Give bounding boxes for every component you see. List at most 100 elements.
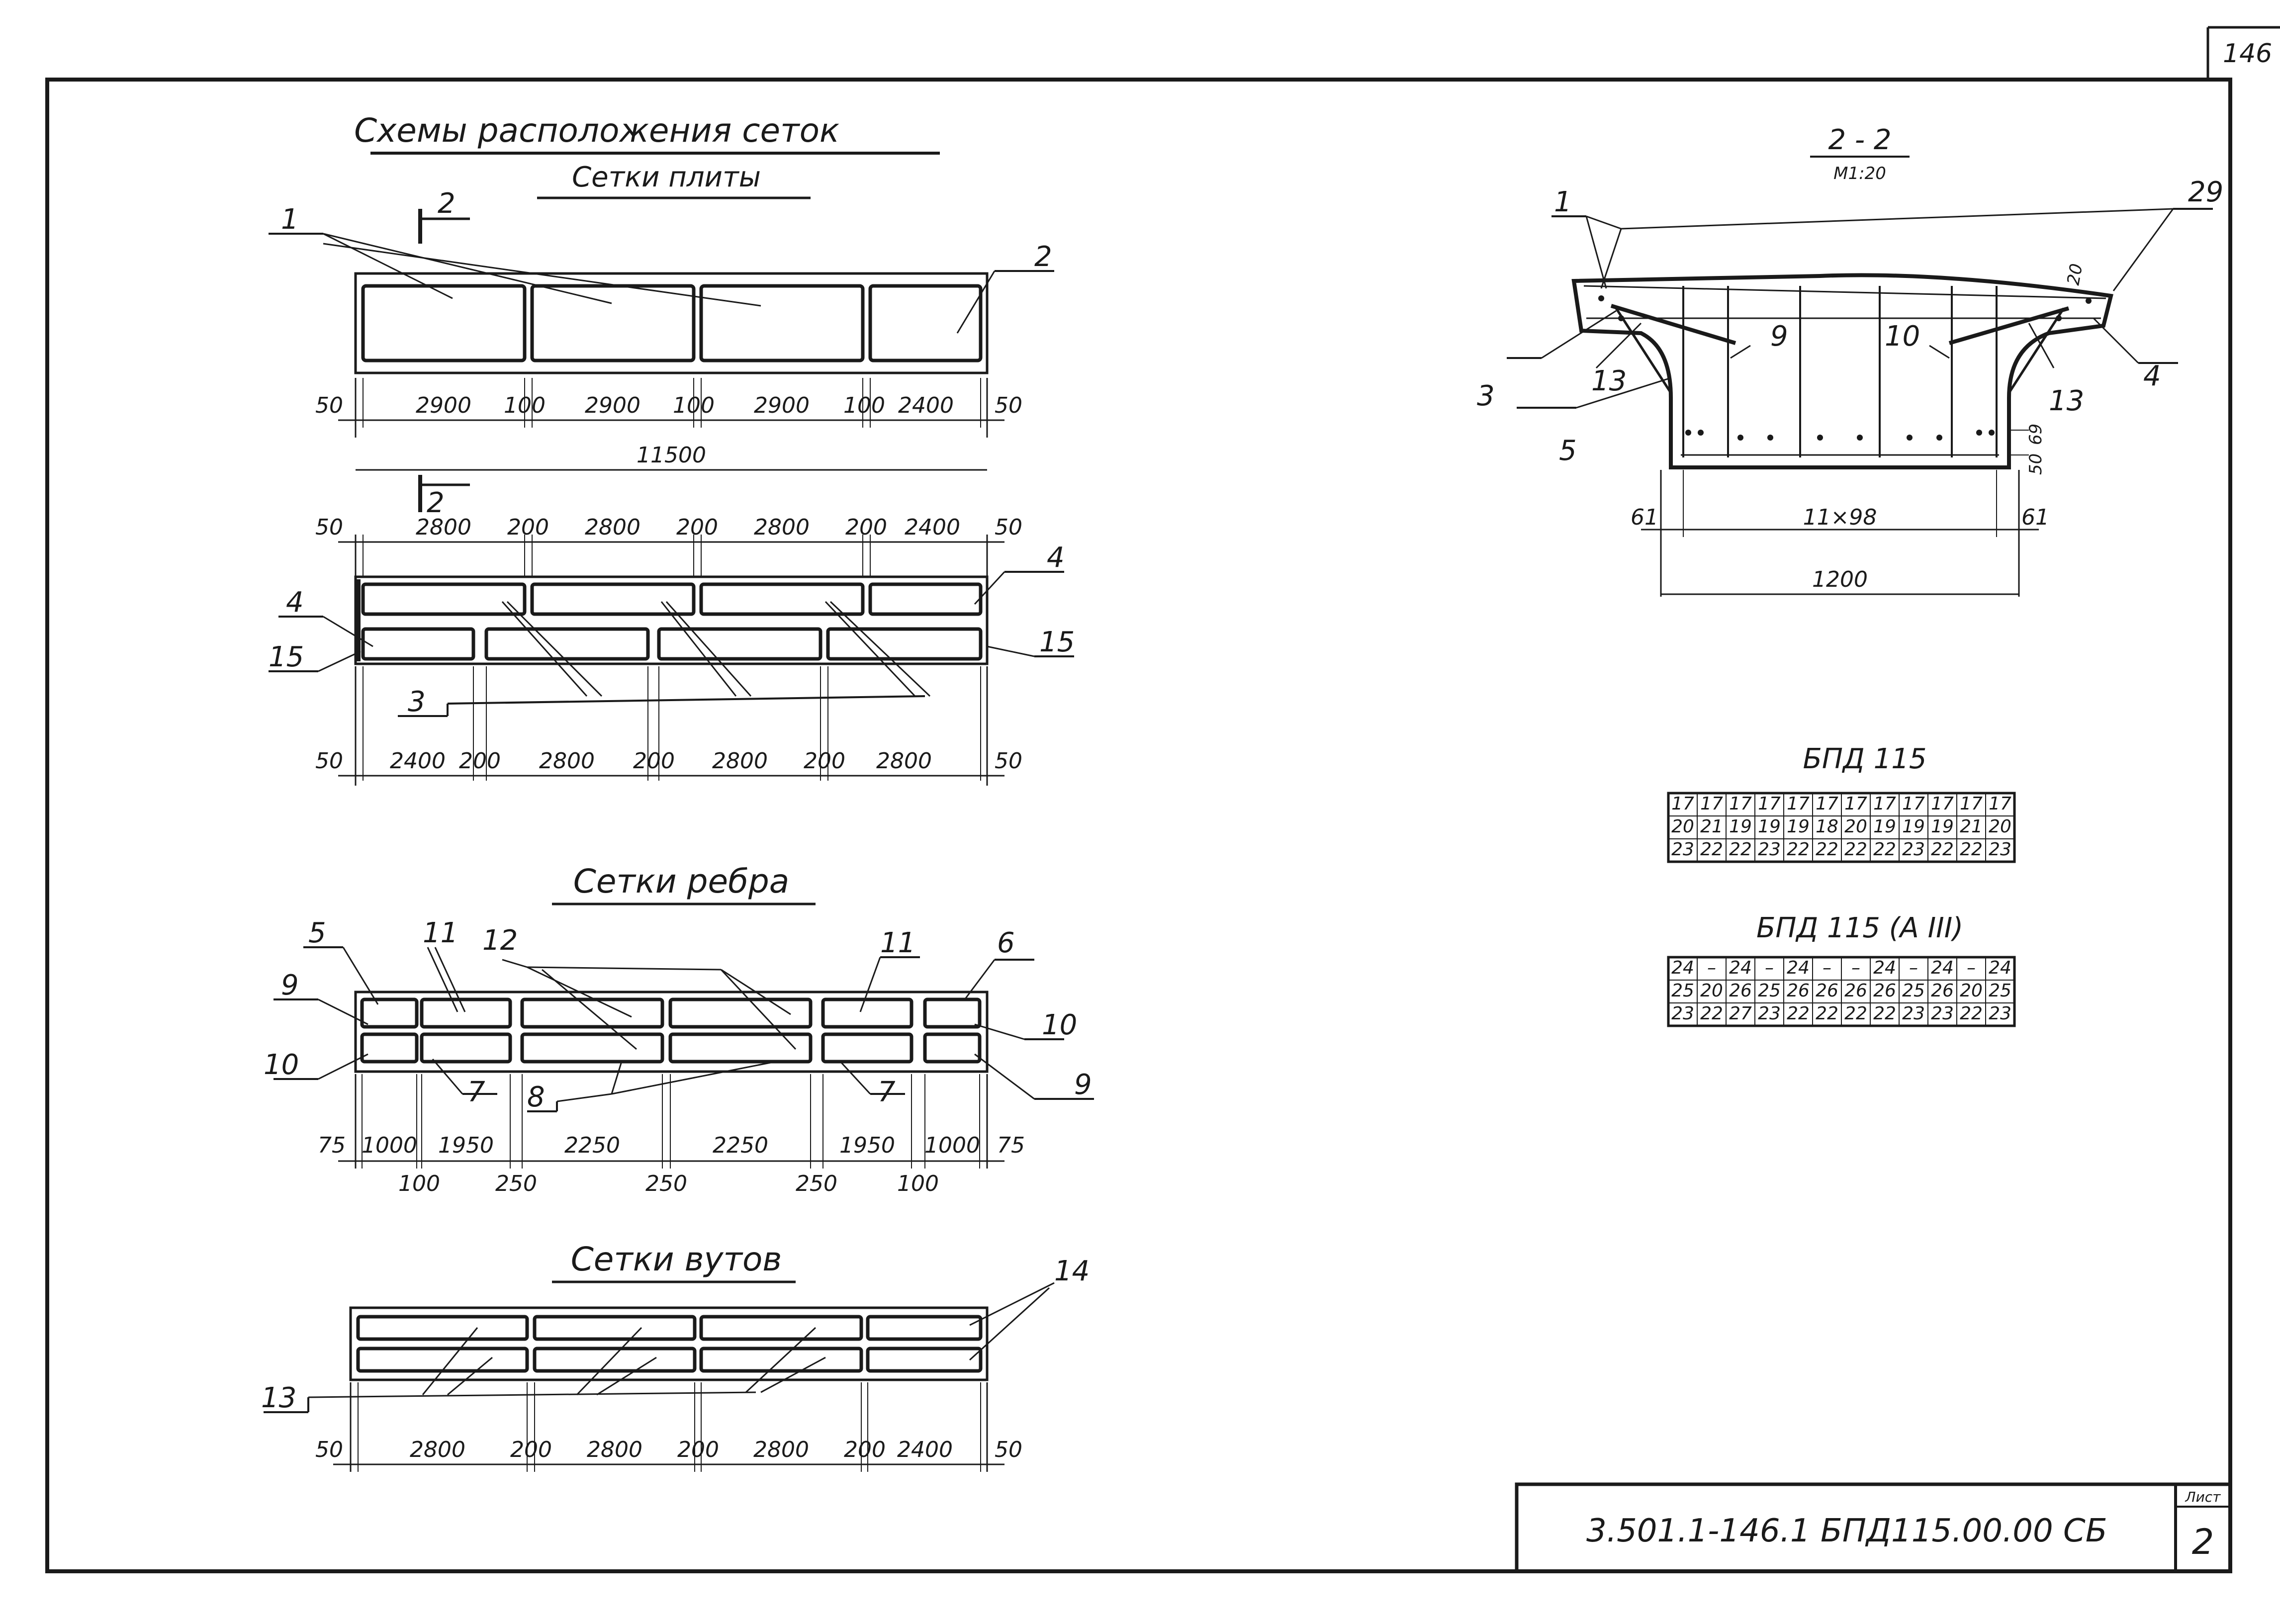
section-callout-4: 4 xyxy=(2143,360,2161,392)
table-cell: 18 xyxy=(1816,816,1838,837)
table-cell: 23 xyxy=(1989,1003,2011,1024)
table-cell: 25 xyxy=(1902,981,1925,1001)
dim-r2t-7: 2400 xyxy=(905,515,960,540)
table-cell: 24 xyxy=(1989,958,2011,978)
dim-haunch-3: 2800 xyxy=(587,1437,642,1462)
dim-r1-1: 2900 xyxy=(416,393,471,418)
dim-haunch-0: 50 xyxy=(315,1437,343,1462)
section-callout-5: 5 xyxy=(1559,435,1577,467)
table-cell-border xyxy=(1985,1002,2015,1026)
callout-10-left: 10 xyxy=(264,1049,299,1081)
table-cell: 21 xyxy=(1960,816,1983,837)
table1-title: БПД 115 xyxy=(1803,743,1927,775)
dim-total-11500: 11500 xyxy=(637,443,706,468)
stamp-sheet-label: Лист xyxy=(2185,1489,2221,1505)
sheet-frame xyxy=(45,26,2280,1573)
callout-11-right: 11 xyxy=(880,927,915,959)
table-cell: 23 xyxy=(1902,839,1925,860)
callout-13: 13 xyxy=(261,1382,296,1414)
table-cell: 17 xyxy=(1671,794,1694,814)
section-callout-3: 3 xyxy=(1477,380,1495,412)
callout-14: 14 xyxy=(1054,1255,1090,1287)
haunch-leaders xyxy=(264,1282,1055,1413)
callout-11-left: 11 xyxy=(423,917,458,949)
dim-r2t-1: 2800 xyxy=(416,515,471,540)
table-cell: – xyxy=(1765,958,1774,978)
table-cell: 23 xyxy=(1758,1003,1781,1024)
table-cell: 22 xyxy=(1960,839,1983,860)
table-cell: 23 xyxy=(1902,1003,1925,1024)
table-cell: – xyxy=(1823,958,1831,978)
callout-10-right: 10 xyxy=(1042,1009,1077,1041)
dim-rib-bot-2: 250 xyxy=(645,1171,687,1196)
dim-r2b-4: 200 xyxy=(633,748,675,774)
table-cell: 17 xyxy=(1844,794,1867,814)
callout-3: 3 xyxy=(408,686,426,718)
dim-r1-4: 100 xyxy=(673,393,715,418)
plan-title: Схемы расположения сеток xyxy=(354,111,839,150)
dim-haunch-6: 200 xyxy=(844,1437,886,1462)
dim-r2b-3: 2800 xyxy=(539,748,595,774)
plate-row1-leaders xyxy=(269,233,1054,334)
table-cell: 25 xyxy=(1758,981,1781,1001)
dim-r2b-5: 2800 xyxy=(712,748,768,774)
section-dim-total: 1200 xyxy=(1812,567,1868,592)
table-cell: 26 xyxy=(1787,981,1810,1001)
section-dim-right: 61 xyxy=(2021,505,2049,530)
table-cell: 26 xyxy=(1816,981,1838,1001)
section-dim-left: 61 xyxy=(1631,505,1658,530)
dim-r1-6: 100 xyxy=(843,393,885,418)
callout-7-left: 7 xyxy=(467,1076,485,1108)
section-mark-bottom: 2 xyxy=(418,475,470,519)
dim-r2b-6: 200 xyxy=(804,748,845,774)
section-callout-13-left: 13 xyxy=(1591,365,1627,397)
dim-r2b-7: 2800 xyxy=(876,748,932,774)
table-cell: 17 xyxy=(1758,794,1781,814)
section-dim-v2: 50 xyxy=(2026,453,2046,475)
table-cell: 17 xyxy=(1902,794,1925,814)
stamp-sheet-number: 2 xyxy=(2192,1522,2214,1562)
table-cell: 26 xyxy=(1931,981,1954,1001)
dim-r2t-0: 50 xyxy=(315,515,343,540)
plan-subtitle: Сетки плиты xyxy=(572,161,761,193)
table-cell: 20 xyxy=(1671,816,1694,837)
table-cell: 26 xyxy=(1844,981,1867,1001)
table-cell: 20 xyxy=(1989,816,2011,837)
section-title: 2 - 2 xyxy=(1828,124,1891,156)
table-cell: 23 xyxy=(1671,1003,1694,1024)
dim-haunch-2: 200 xyxy=(510,1437,552,1462)
dim-r2b-8: 50 xyxy=(995,748,1022,774)
dim-rib-bot-3: 250 xyxy=(796,1171,837,1196)
table-cell: 24 xyxy=(1671,958,1694,978)
section-dim-top-right: 20 xyxy=(2063,262,2087,287)
dim-r2b-1: 2400 xyxy=(390,748,446,774)
section-callout-10: 10 xyxy=(1885,320,1920,353)
table-cell: – xyxy=(1967,958,1976,978)
plate-meshes-row2 xyxy=(354,575,989,665)
table-cell: 22 xyxy=(1960,1003,1983,1024)
callout-12: 12 xyxy=(482,924,518,957)
dim-r1-5: 2900 xyxy=(754,393,810,418)
dim-r1-7: 2400 xyxy=(898,393,954,418)
dim-rib-top-1: 1000 xyxy=(362,1133,417,1158)
table-cell: – xyxy=(1707,958,1716,978)
table-cell: 22 xyxy=(1844,1003,1867,1024)
table-cell: 26 xyxy=(1729,981,1752,1001)
table-cell: 23 xyxy=(1758,839,1781,860)
dim-r2t-6: 200 xyxy=(845,515,887,540)
callout-5: 5 xyxy=(308,917,326,949)
section-mark-top: 2 xyxy=(418,187,470,244)
table-cell: 17 xyxy=(1816,794,1838,814)
table-cell: 20 xyxy=(1960,981,1983,1001)
dim-rib-top-5: 1950 xyxy=(839,1133,895,1158)
dim-rib-top-2: 1950 xyxy=(438,1133,494,1158)
table-cell: 22 xyxy=(1700,839,1723,860)
haunch-title: Сетки вутов xyxy=(571,1240,782,1278)
callout-2: 2 xyxy=(1034,241,1052,273)
section-dim-v1: 69 xyxy=(2026,424,2046,445)
section-outline xyxy=(1571,273,2113,469)
table-cell: 20 xyxy=(1844,816,1867,837)
table-cell: 22 xyxy=(1816,839,1838,860)
table-cell: 23 xyxy=(1671,839,1694,860)
